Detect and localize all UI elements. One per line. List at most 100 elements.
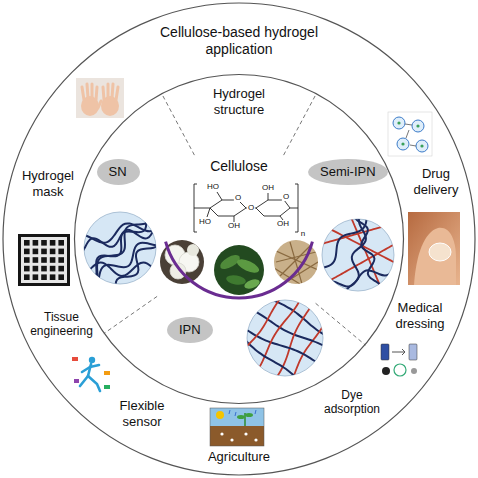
hydrogel-mesh-photo xyxy=(50,274,56,280)
drug-delivery-scheme xyxy=(416,140,428,152)
application-label: Dye adsorption xyxy=(319,388,385,417)
structure-circle-outline xyxy=(75,75,404,404)
network-type-ellipse-outline xyxy=(308,159,388,185)
agriculture-icon xyxy=(210,408,264,446)
application-label: Agriculture xyxy=(189,449,289,465)
network-pattern xyxy=(73,222,161,243)
heading-text: Hydrogel structure xyxy=(194,86,284,117)
network-type-ellipse-outline xyxy=(97,159,140,185)
flexible-sensor-icon xyxy=(88,376,100,391)
drug-delivery-scheme xyxy=(401,142,404,145)
hydrogel-mesh-photo xyxy=(24,249,30,255)
drug-delivery-scheme xyxy=(388,112,432,156)
flexible-sensor-icon xyxy=(72,357,110,391)
leaf-photo xyxy=(218,252,261,290)
cellulose-structure xyxy=(194,184,197,232)
drug-delivery-scheme xyxy=(397,138,409,150)
hydrogel-mesh-photo xyxy=(41,257,47,263)
hydrogel-mesh-photo xyxy=(18,234,70,286)
agriculture-icon xyxy=(254,438,257,441)
network-pattern xyxy=(73,263,163,277)
hydrogel-mesh-photo xyxy=(41,266,47,272)
network-pattern xyxy=(73,203,408,391)
network-type-name: IPN xyxy=(179,322,201,338)
structure-circle: SN Semi-IPN IPN Cellulose Hydrogel structure xyxy=(74,74,404,404)
network-pattern xyxy=(231,283,337,391)
atom-label: n xyxy=(300,230,306,238)
dye-adsorption-icon xyxy=(382,367,390,375)
atom-label: OH xyxy=(261,184,275,192)
cellulose-structure xyxy=(194,184,298,232)
network-type-name: Semi-IPN xyxy=(320,164,376,180)
dashed-divider xyxy=(104,93,366,345)
leaf-photo xyxy=(243,278,261,291)
drug-delivery-scheme xyxy=(397,121,400,124)
flexible-sensor-icon xyxy=(104,371,110,375)
network-pattern xyxy=(345,209,369,296)
hands-photo xyxy=(96,87,97,100)
hydrogel-mesh-photo xyxy=(33,249,39,255)
atom-label: OH xyxy=(227,222,241,230)
cellulose-structure xyxy=(256,200,290,216)
dressing-photo xyxy=(408,212,460,285)
hydrogel-mesh-photo xyxy=(58,257,64,263)
hydrogel-mesh-photo xyxy=(58,274,64,280)
network-type-ellipse-outline xyxy=(167,317,213,343)
atom-label: HO xyxy=(198,218,212,226)
hands-photo xyxy=(82,84,118,108)
network-type-ellipse: SN xyxy=(97,159,140,185)
dye-adsorption-icon xyxy=(381,344,417,376)
hands-photo xyxy=(116,87,118,100)
cotton-photo xyxy=(187,244,199,256)
hydrogel-mesh-photo xyxy=(33,240,39,246)
network-pattern xyxy=(77,221,161,256)
drug-delivery-scheme xyxy=(416,124,419,127)
cellulose-circle-outline xyxy=(166,242,313,298)
agriculture-icon xyxy=(235,412,236,416)
network-pattern xyxy=(256,291,337,341)
leaf-photo xyxy=(225,274,246,286)
drug-delivery-scheme xyxy=(388,112,432,156)
network-type-ellipse: IPN xyxy=(167,317,213,343)
agriculture-icon xyxy=(210,426,264,446)
dashed-divider xyxy=(162,93,195,155)
dye-adsorption-icon xyxy=(411,368,417,374)
agriculture-icon xyxy=(220,432,257,441)
network-type-name: SN xyxy=(109,164,127,180)
agriculture-icon xyxy=(237,415,245,419)
flexible-sensor-icon xyxy=(104,385,110,389)
agriculture-icon xyxy=(229,410,256,416)
hydrogel-mesh-photo xyxy=(24,240,30,246)
hands-photo xyxy=(76,78,124,118)
hydrogel-mesh-photo xyxy=(33,274,39,280)
agriculture-icon xyxy=(216,411,224,419)
hands-photo xyxy=(82,87,84,100)
network-pattern xyxy=(255,292,304,374)
atom-label: HO xyxy=(206,183,220,191)
application-label: Medical dressing xyxy=(389,300,451,331)
hydrogel-mesh-photo xyxy=(24,274,30,280)
agriculture-icon xyxy=(244,432,247,435)
application-label: Drug delivery xyxy=(404,166,468,197)
hydrogel-mesh-photo xyxy=(33,257,39,263)
hands-photo xyxy=(91,84,94,98)
cellulose-structure xyxy=(210,200,246,216)
hands-photo xyxy=(107,84,110,98)
flexible-sensor-icon xyxy=(90,365,99,367)
network-pattern xyxy=(245,307,330,349)
hydrogel-mesh-photo xyxy=(33,266,39,272)
application-label: Tissue engineering xyxy=(24,310,100,339)
hydrogel-mesh-photo xyxy=(58,240,64,246)
hydrogel-mesh-photo xyxy=(24,266,30,272)
heading-text: Cellulose xyxy=(161,158,317,175)
hydrogel-mesh-photo xyxy=(50,240,56,246)
leaf-photo xyxy=(214,245,264,295)
network-pattern xyxy=(73,209,167,300)
hydrogel-mesh-photo xyxy=(21,237,67,283)
agriculture-icon xyxy=(210,408,264,426)
atom-label: OH xyxy=(276,220,290,228)
dye-adsorption-icon xyxy=(381,344,389,360)
dye-adsorption-icon xyxy=(394,364,406,376)
dressing-photo xyxy=(408,212,460,285)
